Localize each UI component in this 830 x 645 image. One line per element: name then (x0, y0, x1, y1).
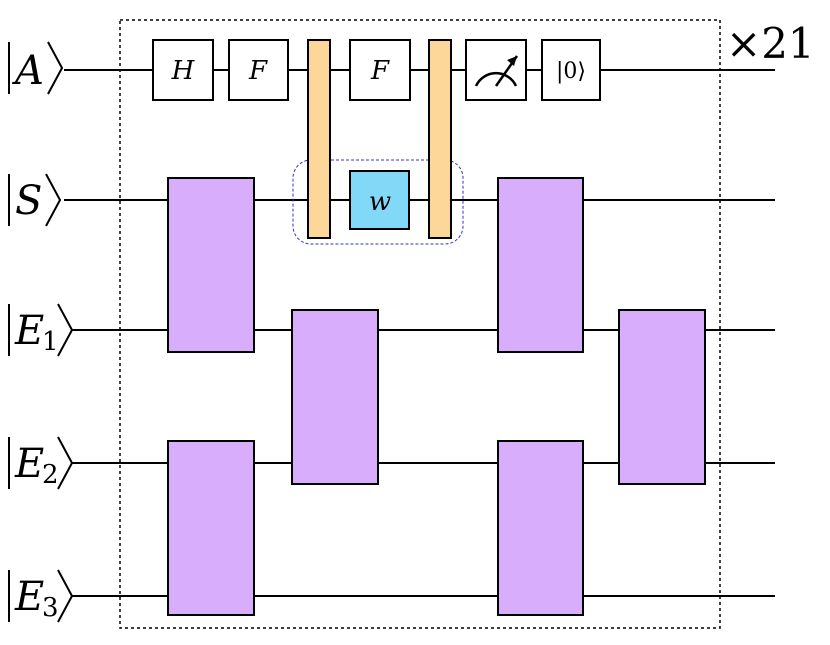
gate-h: H (152, 39, 214, 101)
gate-f-second: F (349, 39, 411, 101)
two-qubit-gate-E2-E3-first (167, 440, 255, 616)
controlled-bar-right (428, 39, 452, 239)
qubit-E2-name: E (14, 441, 44, 487)
qubit-E3-name: E (14, 574, 44, 620)
qubit-label-E1: E 1 (8, 303, 74, 357)
qubit-label-E2: E 2 (8, 436, 74, 490)
gate-w-label: w (369, 187, 391, 217)
qubit-E1-sub: 1 (42, 327, 59, 357)
w-group-outline (292, 159, 464, 245)
two-qubit-gate-E1-E2-first (291, 309, 379, 485)
meter-icon (474, 71, 518, 87)
gate-f-first-label: F (248, 56, 268, 86)
qubit-E2-sub: 2 (42, 460, 59, 490)
two-qubit-gate-E1-E2-second (618, 309, 706, 485)
qubit-S-name: S (15, 178, 42, 224)
gate-w: w (349, 170, 410, 230)
qubit-E1-name: E (14, 308, 44, 354)
two-qubit-gate-S-E1-first (167, 177, 255, 353)
qubit-label-S: S (8, 173, 62, 227)
reset-gate-label: |0⟩ (556, 59, 586, 84)
measurement-gate (465, 39, 527, 101)
reset-gate: |0⟩ (541, 39, 601, 101)
controlled-bar-left (307, 39, 331, 239)
gate-f-second-label: F (370, 56, 390, 86)
qubit-E3-sub: 3 (42, 593, 59, 623)
gate-h-label: H (171, 56, 196, 86)
qubit-A-name: A (11, 48, 44, 94)
repeat-count-label: ×21 (726, 19, 815, 68)
gate-f-first: F (228, 39, 289, 101)
two-qubit-gate-S-E1-second (497, 177, 584, 353)
repeat-block-box (119, 19, 721, 629)
qubit-label-E3: E 3 (8, 569, 74, 623)
qubit-label-A: A (8, 41, 64, 95)
two-qubit-gate-E2-E3-second (497, 440, 584, 616)
